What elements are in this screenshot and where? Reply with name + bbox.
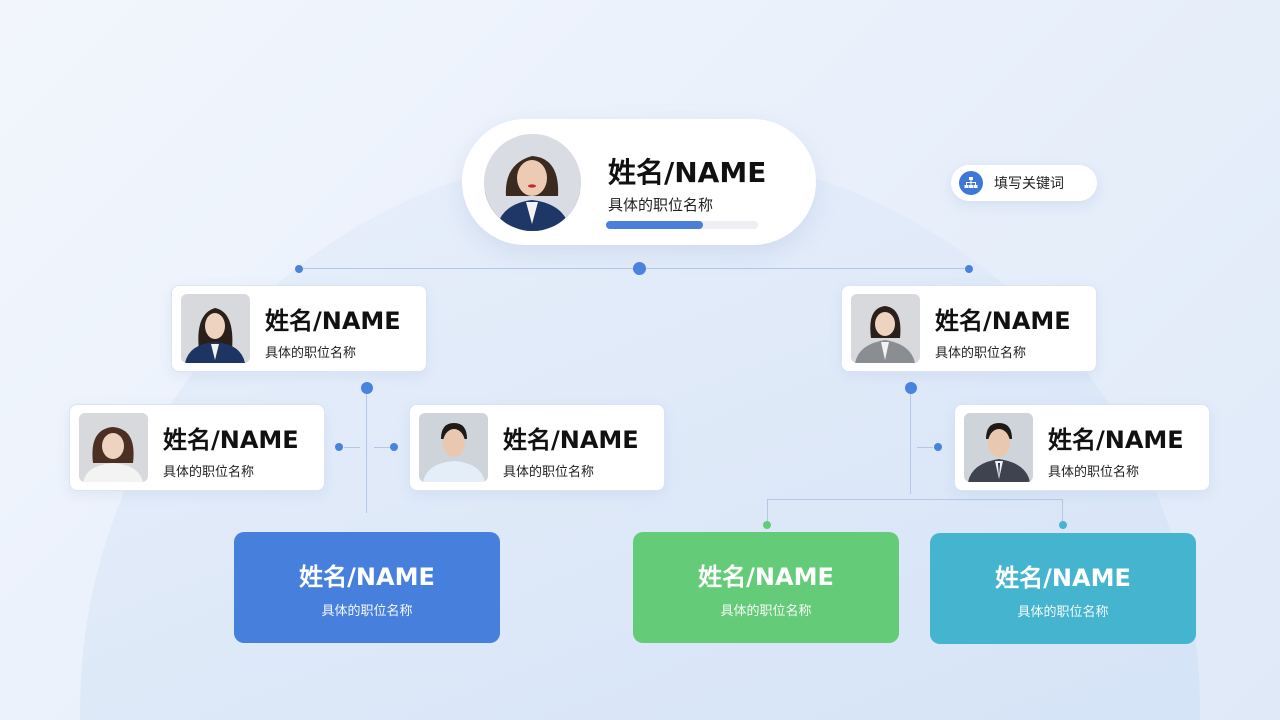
person-role: 具体的职位名称 [1017, 604, 1109, 620]
connector-left-branch [344, 447, 360, 448]
keyword-pill[interactable]: 填写关键词 [951, 165, 1097, 201]
person-role: 具体的职位名称 [321, 603, 413, 619]
person-role: 具体的职位名称 [720, 603, 812, 619]
person-name: 姓名/NAME [698, 562, 834, 591]
avatar [484, 134, 581, 231]
level3-card-1[interactable]: 姓名/NAME 具体的职位名称 [69, 404, 325, 491]
org-chart-icon [959, 171, 983, 195]
leaf-card-green[interactable]: 姓名/NAME 具体的职位名称 [633, 532, 899, 643]
connector-right-branch [917, 447, 933, 448]
person-name: 姓名/NAME [265, 307, 401, 335]
avatar [79, 413, 148, 482]
progress-fill [606, 221, 704, 229]
top-manager-role: 具体的职位名称 [608, 196, 714, 214]
person-role: 具体的职位名称 [163, 465, 255, 480]
top-manager-card[interactable]: 姓名/NAME 具体的职位名称 [462, 119, 816, 245]
person-name: 姓名/NAME [503, 426, 639, 454]
connector-dot [763, 521, 771, 529]
avatar [851, 294, 920, 363]
level2-card-right[interactable]: 姓名/NAME 具体的职位名称 [841, 285, 1097, 372]
leaf-card-teal[interactable]: 姓名/NAME 具体的职位名称 [930, 533, 1196, 644]
connector-dot [934, 443, 942, 451]
avatar [419, 413, 488, 482]
top-manager-name: 姓名/NAME [608, 156, 767, 189]
connector-dot [1059, 521, 1067, 529]
connector-dot [965, 265, 973, 273]
connector-dot [335, 443, 343, 451]
person-role: 具体的职位名称 [265, 346, 357, 361]
connector-dot [361, 382, 373, 394]
person-name: 姓名/NAME [1048, 426, 1184, 454]
person-name: 姓名/NAME [163, 426, 299, 454]
person-name: 姓名/NAME [935, 307, 1071, 335]
keyword-label: 填写关键词 [994, 176, 1064, 192]
connector-green-drop [767, 499, 768, 523]
leaf-card-blue[interactable]: 姓名/NAME 具体的职位名称 [234, 532, 500, 643]
avatar [181, 294, 250, 363]
person-role: 具体的职位名称 [935, 346, 1027, 361]
connector-dot [905, 382, 917, 394]
connector-right-branch [374, 447, 390, 448]
connector-left-vertical [366, 388, 367, 513]
connector-bottom-horizontal [767, 499, 1063, 500]
person-role: 具体的职位名称 [1048, 465, 1140, 480]
person-name: 姓名/NAME [995, 563, 1131, 592]
level3-card-2[interactable]: 姓名/NAME 具体的职位名称 [409, 404, 665, 491]
connector-dot [633, 262, 646, 275]
person-name: 姓名/NAME [299, 562, 435, 591]
progress-bar [606, 221, 758, 229]
level3-card-3[interactable]: 姓名/NAME 具体的职位名称 [954, 404, 1210, 491]
connector-teal-drop [1062, 499, 1063, 523]
connector-dot [390, 443, 398, 451]
avatar [964, 413, 1033, 482]
level2-card-left[interactable]: 姓名/NAME 具体的职位名称 [171, 285, 427, 372]
person-role: 具体的职位名称 [503, 465, 595, 480]
connector-dot [295, 265, 303, 273]
connector-right-vertical [910, 388, 911, 494]
